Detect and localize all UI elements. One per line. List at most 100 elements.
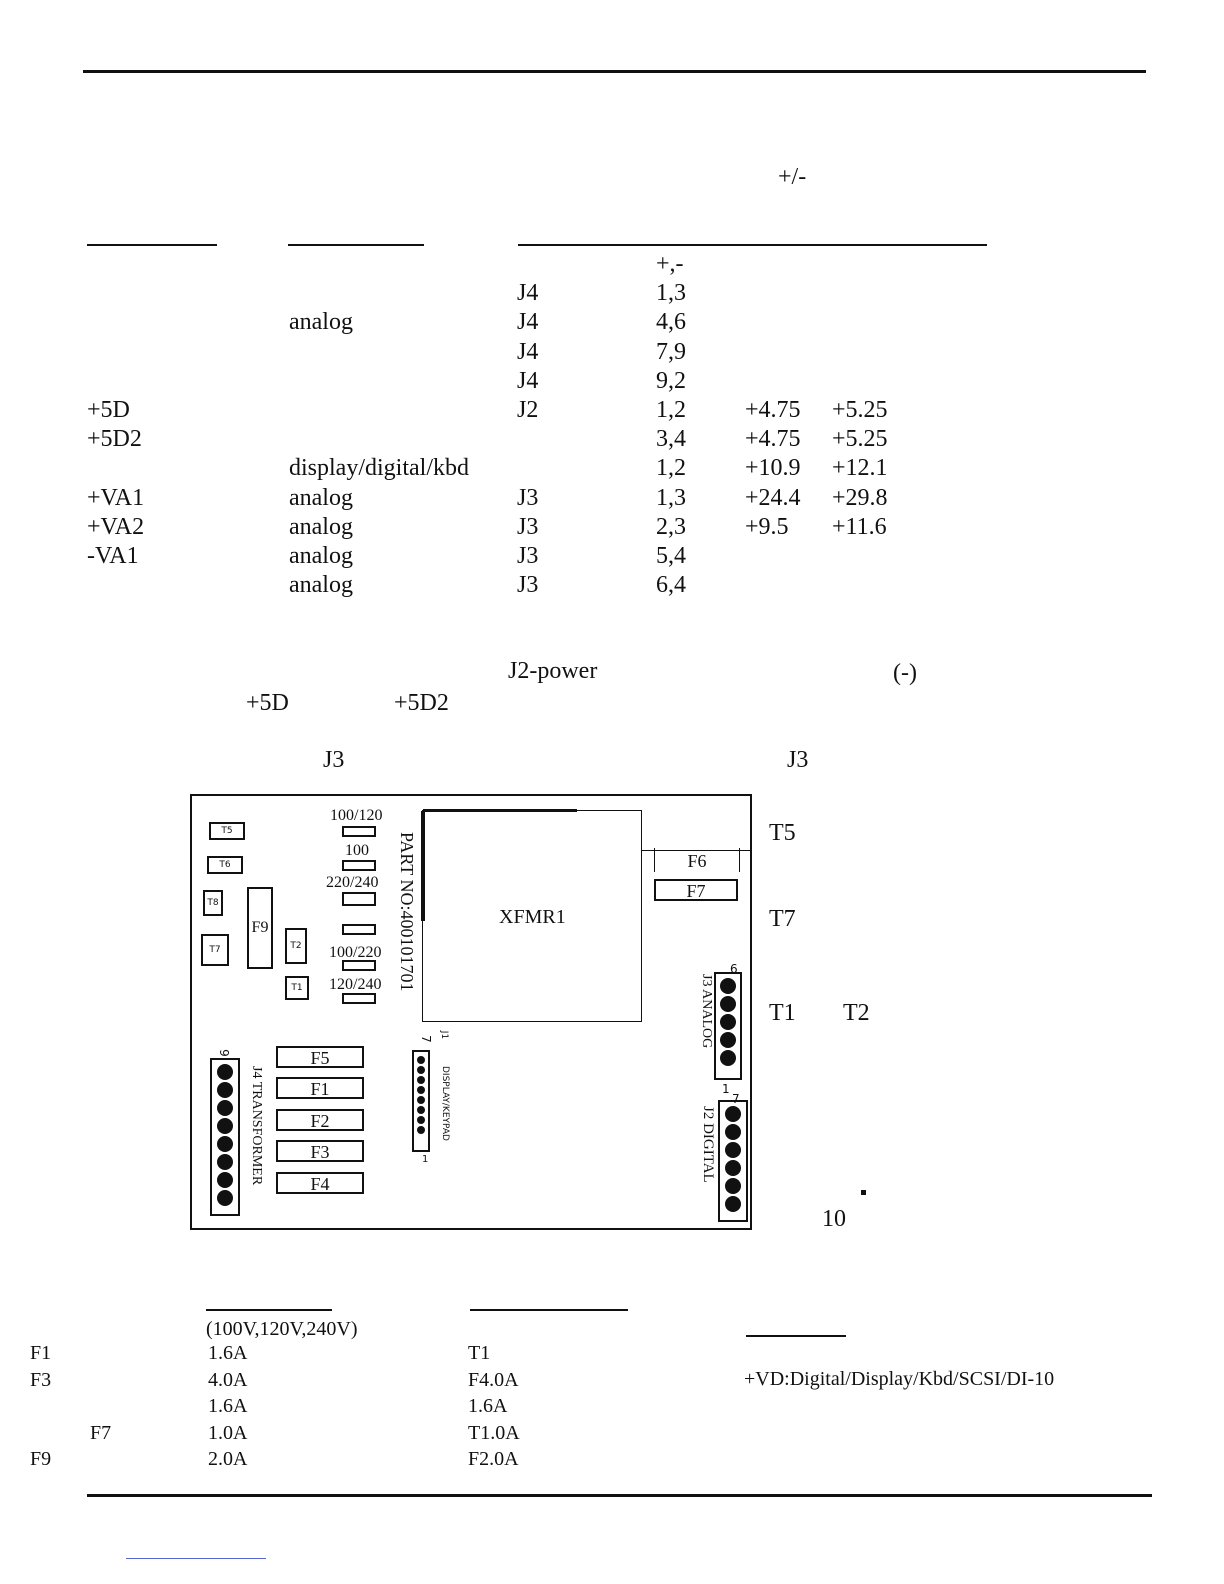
fuse-table-cell-a: F9: [30, 1448, 52, 1470]
j3-bottom-pin-number: 1: [722, 1082, 730, 1096]
xfmr-label: XFMR1: [499, 906, 566, 928]
voltage-table-cell-max: +5.25: [832, 426, 888, 453]
fuse-f2: F2: [276, 1109, 364, 1131]
j2-pin: [725, 1142, 741, 1158]
part-t7: T7: [201, 934, 229, 966]
voltage-table-cell-desc: analog: [289, 572, 353, 599]
tap-blank-jumper: [342, 924, 376, 935]
f6-line: [642, 850, 752, 851]
j4-pin: [217, 1136, 233, 1152]
voltage-table-cell-name: +VA1: [87, 484, 145, 511]
fuse-table-cell-d: T1: [468, 1342, 491, 1364]
j1-pin: [417, 1126, 425, 1134]
part-t8: T8: [203, 890, 223, 916]
j1-pin: [417, 1096, 425, 1104]
part-t2: T2: [285, 928, 307, 964]
part-number-label: PART NO:400101701: [397, 832, 417, 992]
voltage-table-cell-pins: 4,6: [656, 309, 686, 336]
voltage-table-cell-min: +4.75: [745, 397, 801, 423]
top-rule: [83, 70, 1146, 73]
voltage-table-cell-conn: J3: [517, 513, 539, 540]
j2-digital-connector: [718, 1100, 748, 1222]
j4-top-pin-number: 9: [216, 1049, 231, 1057]
voltage-table-cell-max: +29.8: [832, 484, 888, 511]
fuse-table-cell-a: F3: [30, 1368, 52, 1391]
j2-pin: [725, 1160, 741, 1176]
v5d-note: +5D: [246, 690, 289, 716]
voltage-table-cell-max: +5.25: [832, 397, 888, 423]
voltage-table-cell-conn: J3: [517, 572, 539, 599]
negative-note: (-): [893, 660, 917, 686]
fuse-table-cell-a: F1: [30, 1342, 52, 1364]
j4-pin: [217, 1064, 233, 1080]
voltage-table-cell-pins: 1,3: [656, 484, 686, 511]
fuse-f1: F1: [276, 1077, 364, 1099]
tap-220-240-label: 220/240: [326, 874, 379, 891]
j4-pin: [217, 1154, 233, 1170]
j3-pin: [720, 1014, 736, 1030]
j2-pin: [725, 1124, 741, 1140]
fuse-table-rule-3: [746, 1335, 846, 1337]
fuse-table-voltage-header: (100V,120V,240V): [206, 1318, 358, 1340]
j3-pin: [720, 1032, 736, 1048]
voltage-table-cell-name: +5D: [87, 397, 130, 423]
vd-note: +VD:Digital/Display/Kbd/SCSI/DI-10: [744, 1368, 1055, 1390]
voltage-table-cell-desc: analog: [289, 513, 353, 540]
fuse-table-cell-c: 2.0A: [208, 1448, 248, 1470]
j1-pin: [417, 1086, 425, 1094]
j1-bottom-pin-number: 1: [422, 1154, 429, 1165]
voltage-table-cell-pins: +,-: [656, 251, 684, 277]
j3-pin: [720, 1050, 736, 1066]
plusminus-text: +/-: [778, 164, 807, 190]
fuse-f5: F5: [276, 1046, 364, 1068]
tap-100-jumper: [342, 860, 376, 871]
j3-pin: [720, 996, 736, 1012]
fuse-table-cell-c: 1.6A: [208, 1342, 248, 1364]
fuse-table-rule-1: [206, 1309, 332, 1311]
j4-pin: [217, 1172, 233, 1188]
j4-pin: [217, 1100, 233, 1116]
voltage-table-cell-name: -VA1: [87, 543, 139, 569]
tap-100-220-label: 100/220: [329, 944, 382, 961]
j1-mark: J1: [439, 1030, 450, 1040]
side-note-t1: T1: [769, 1000, 796, 1026]
voltage-table-cell-pins: 1,2: [656, 455, 686, 482]
voltage-table-cell-min: +24.4: [745, 484, 801, 511]
tap-120-240-jumper: [342, 993, 376, 1004]
fuse-table-cell-d: F2.0A: [468, 1448, 519, 1470]
j4-transformer-label: J4 TRANSFORMER: [249, 1066, 264, 1186]
bullet-dot: [861, 1190, 866, 1195]
voltage-table-cell-desc: analog: [289, 543, 353, 569]
j2-top-pin-number: 7: [732, 1092, 740, 1106]
tap-100-120-label: 100/120: [330, 807, 383, 824]
voltage-table-cell-max: +11.6: [832, 513, 887, 540]
j1-pin: [417, 1116, 425, 1124]
fuse-table-cell-c: 4.0A: [208, 1368, 248, 1391]
v5d2-note: +5D2: [394, 690, 449, 716]
voltage-table-cell-pins: 6,4: [656, 572, 686, 599]
voltage-table-cell-max: +12.1: [832, 455, 888, 482]
part-t1: T1: [285, 976, 309, 1000]
tap-100-120-jumper: [342, 826, 376, 837]
j1-pin: [417, 1106, 425, 1114]
voltage-table-cell-pins: 5,4: [656, 543, 686, 569]
j1-pin: [417, 1066, 425, 1074]
j3-note-left: J3: [323, 747, 345, 773]
voltage-table-cell-name: +VA2: [87, 513, 145, 540]
voltage-table-cell-conn: J4: [517, 338, 539, 365]
fuse-f6: F6: [654, 848, 740, 872]
j4-pin: [217, 1190, 233, 1206]
power-board-diagram: T5 T6 T8 T7 F9 T2 T1 100/120 100 220/240…: [190, 794, 752, 1230]
j1-pin: [417, 1076, 425, 1084]
j3-analog-label: J3 ANALOG: [699, 974, 714, 1049]
tap-100-220-jumper: [342, 960, 376, 971]
fuse-table-cell-c: 1.0A: [208, 1421, 248, 1444]
j3-pin: [720, 978, 736, 994]
voltage-table-cell-name: +5D2: [87, 426, 142, 453]
j4-transformer-connector: [210, 1058, 240, 1216]
voltage-table-cell-conn: J3: [517, 484, 539, 511]
j2-pin: [725, 1178, 741, 1194]
j2-pin: [725, 1196, 741, 1212]
fuse-table-cell-d: F4.0A: [468, 1368, 519, 1391]
j1-display-keypad-connector: [412, 1050, 430, 1152]
